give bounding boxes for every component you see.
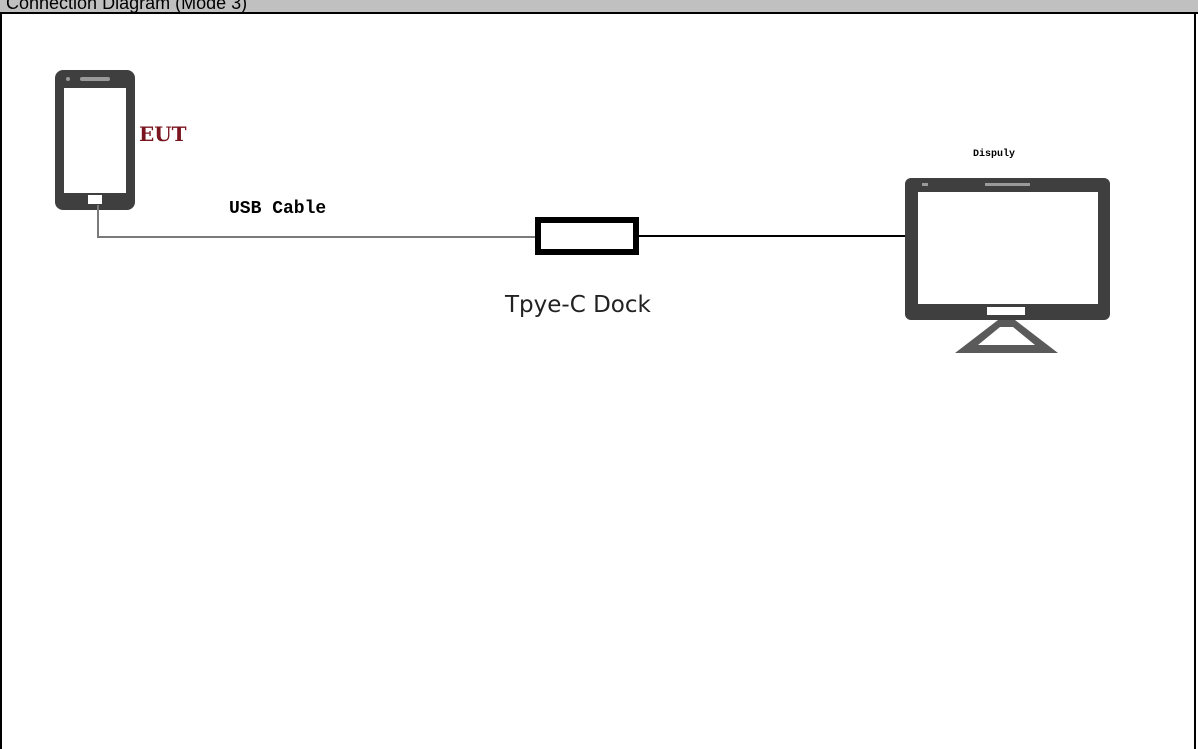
monitor-icon bbox=[905, 178, 1110, 353]
page-title: Connection Diagram (Mode 3) bbox=[6, 0, 248, 13]
dock-label: Tpye-C Dock bbox=[504, 292, 652, 318]
display-label: Dispuly bbox=[973, 148, 1015, 160]
phone-icon bbox=[55, 70, 135, 210]
eut-label: EUT bbox=[139, 122, 187, 146]
usb-cable-line bbox=[97, 205, 538, 238]
dock-icon bbox=[535, 217, 639, 255]
usb-cable-label: USB Cable bbox=[229, 199, 326, 219]
header-row: Connection Diagram (Mode 3) bbox=[0, 0, 1198, 14]
